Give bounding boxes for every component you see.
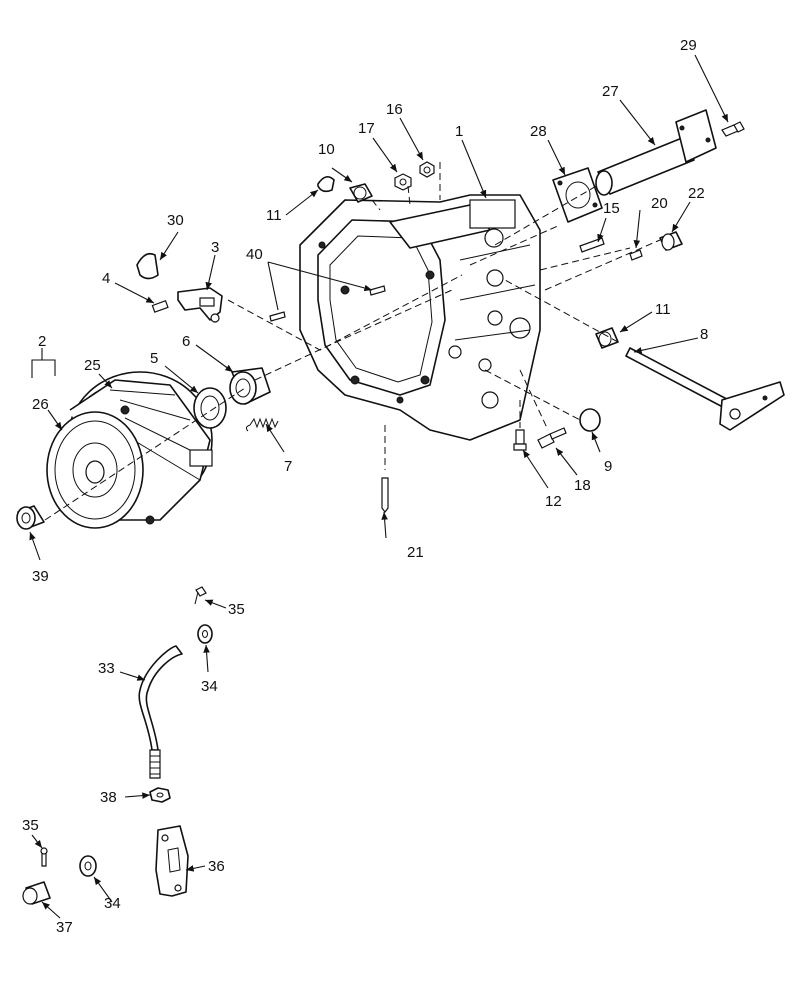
callout-40: 40 xyxy=(246,246,263,263)
spring-clip xyxy=(136,252,159,280)
callout-27: 27 xyxy=(602,83,619,100)
release-bearing xyxy=(193,387,227,429)
plug-22 xyxy=(659,231,683,251)
callout-34-bottom: 34 xyxy=(104,895,121,912)
lever-36 xyxy=(155,825,189,897)
dowel-pin xyxy=(629,249,643,261)
washer-34-top xyxy=(197,624,213,644)
callout-38: 38 xyxy=(100,789,117,806)
callout-10: 10 xyxy=(318,141,335,158)
return-spring xyxy=(245,417,279,432)
nut-16 xyxy=(419,161,435,178)
callout-8: 8 xyxy=(700,326,708,343)
callout-21: 21 xyxy=(407,544,424,561)
callout-11-right: 11 xyxy=(655,301,671,318)
callout-15: 15 xyxy=(603,200,620,217)
fitting-12 xyxy=(513,429,527,451)
bushing-top xyxy=(349,183,373,203)
clevis-pin-37 xyxy=(22,881,51,905)
callout-25: 25 xyxy=(84,357,101,374)
clevis-pin-35-bottom xyxy=(40,847,48,867)
callout-37: 37 xyxy=(56,919,73,936)
callout-7: 7 xyxy=(284,458,292,475)
assembly-lines xyxy=(44,162,661,521)
clutch-housing xyxy=(299,194,541,441)
callout-18: 18 xyxy=(574,477,591,494)
callout-1: 1 xyxy=(455,123,463,140)
callout-20: 20 xyxy=(651,195,668,212)
callout-35-top: 35 xyxy=(228,601,245,618)
callout-labels: 1 2 3 4 5 6 7 8 9 10 11 11 12 15 16 17 1… xyxy=(22,37,708,936)
bolt-18 xyxy=(537,427,567,449)
washer-34-bottom xyxy=(79,855,97,877)
callout-39: 39 xyxy=(32,568,49,585)
callout-12: 12 xyxy=(545,493,562,510)
retaining-ring-top xyxy=(317,176,335,193)
callout-16: 16 xyxy=(386,101,403,118)
callout-3: 3 xyxy=(211,239,219,256)
callout-11-top: 11 xyxy=(266,207,282,224)
nut-17 xyxy=(394,173,412,191)
callout-2: 2 xyxy=(38,333,46,350)
release-shaft xyxy=(625,347,785,431)
callout-26: 26 xyxy=(32,396,49,413)
leader-lines xyxy=(29,54,729,919)
plug-9 xyxy=(579,408,601,432)
clutch-assembly xyxy=(46,371,213,529)
callout-17: 17 xyxy=(358,120,375,137)
callout-28: 28 xyxy=(530,123,547,140)
clutch-rod xyxy=(138,645,183,779)
release-fork xyxy=(177,287,223,323)
stud-15 xyxy=(579,237,605,253)
callout-9: 9 xyxy=(604,458,612,475)
callout-34-top: 34 xyxy=(201,678,218,695)
callout-22: 22 xyxy=(688,185,705,202)
bearing-carrier xyxy=(229,367,271,405)
clevis-pin-35-top xyxy=(194,586,207,605)
callout-33: 33 xyxy=(98,660,115,677)
callout-29: 29 xyxy=(680,37,697,54)
cotter-pin-21 xyxy=(381,477,389,513)
pilot-bushing xyxy=(16,505,45,530)
callout-30: 30 xyxy=(167,212,184,229)
bushing-right xyxy=(595,327,619,349)
callout-5: 5 xyxy=(150,350,158,367)
bolt-29 xyxy=(721,121,745,137)
callout-36: 36 xyxy=(208,858,225,875)
callout-6: 6 xyxy=(182,333,190,350)
gasket xyxy=(552,167,603,223)
callout-35-bottom: 35 xyxy=(22,817,39,834)
callout-4: 4 xyxy=(102,270,110,287)
fork-pin xyxy=(151,300,169,313)
guide-tube xyxy=(595,109,717,196)
nut-38 xyxy=(149,787,171,803)
